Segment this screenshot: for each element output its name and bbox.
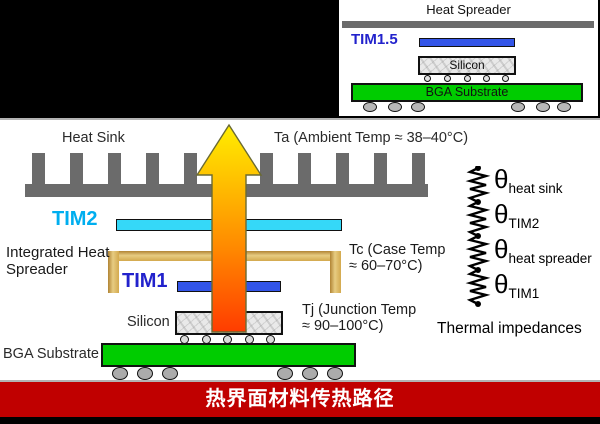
solder-ball	[327, 367, 343, 380]
tim1-label: TIM1	[122, 270, 168, 292]
tc-label-line2: ≈ 60–70°C)	[349, 258, 423, 274]
solder-ball	[557, 102, 571, 112]
impedance-item-tim2: θTIM2	[494, 199, 540, 231]
heat-sink-label: Heat Sink	[62, 130, 125, 146]
solder-bump	[502, 75, 509, 82]
solder-bump	[424, 75, 431, 82]
theta-symbol: θ	[494, 234, 509, 264]
solder-ball	[388, 102, 402, 112]
solder-bump	[444, 75, 451, 82]
integrated-heat-spreader-left-leg	[108, 251, 119, 293]
tj-label-line2: ≈ 90–100°C)	[302, 318, 384, 334]
solder-ball	[363, 102, 377, 112]
ihs-label-line2: Spreader	[6, 261, 68, 278]
impedance-item-heat-sink: θheat sink	[494, 164, 563, 196]
solder-ball	[137, 367, 153, 380]
heat-flow-arrow-icon	[195, 123, 263, 333]
impedance-item-tim1: θTIM1	[494, 269, 540, 301]
solder-ball	[162, 367, 178, 380]
inset-heat-spreader-bar	[342, 21, 594, 28]
integrated-heat-spreader-label: Integrated Heat Spreader	[6, 244, 109, 278]
solder-ball	[511, 102, 525, 112]
integrated-heat-spreader-right-leg	[330, 251, 341, 293]
tim15-inset-panel: Heat Spreader TIM1.5 Silicon BGA Substra…	[337, 0, 600, 118]
bga-substrate-bar	[101, 343, 356, 367]
ambient-temp-label: Ta (Ambient Temp ≈ 38–40°C)	[274, 130, 469, 146]
theta-subscript: TIM1	[508, 286, 540, 301]
tc-label-line1: Tc (Case Temp	[349, 242, 446, 258]
solder-ball	[112, 367, 128, 380]
inset-silicon-die: Silicon	[418, 56, 516, 75]
thermal-resistor-chain-icon	[465, 166, 491, 307]
solder-ball	[302, 367, 318, 380]
solder-ball	[536, 102, 550, 112]
tj-label-line1: Tj (Junction Temp	[302, 302, 417, 318]
theta-symbol: θ	[494, 269, 509, 299]
solder-ball	[277, 367, 293, 380]
tim2-label: TIM2	[52, 208, 98, 230]
theta-subscript: heat sink	[508, 181, 563, 196]
impedance-item-heat-spreader: θheat spreader	[494, 234, 592, 266]
theta-symbol: θ	[494, 164, 509, 194]
solder-bump	[464, 75, 471, 82]
solder-bump	[483, 75, 490, 82]
junction-temp-label: Tj (Junction Temp ≈ 90–100°C)	[302, 302, 416, 334]
inset-tim15-bar	[419, 38, 515, 47]
case-temp-label: Tc (Case Temp ≈ 60–70°C)	[349, 242, 445, 274]
inset-bga-substrate: BGA Substrate	[351, 83, 583, 102]
inset-heat-spreader-label: Heat Spreader	[426, 2, 511, 17]
ihs-label-line1: Integrated Heat	[6, 244, 110, 261]
tim-stack-diagram: Heat Sink Ta (Ambient Temp ≈ 38–40°C) TI…	[0, 118, 600, 382]
bga-substrate-label: BGA Substrate	[3, 346, 99, 362]
solder-ball	[411, 102, 425, 112]
silicon-label: Silicon	[127, 314, 170, 330]
title-banner: 热界面材料传热路径	[0, 382, 600, 417]
theta-subscript: TIM2	[508, 216, 540, 231]
theta-symbol: θ	[494, 199, 509, 229]
thermal-impedances-caption: Thermal impedances	[437, 320, 582, 337]
inset-tim15-label: TIM1.5	[351, 31, 398, 48]
theta-subscript: heat spreader	[508, 251, 592, 266]
